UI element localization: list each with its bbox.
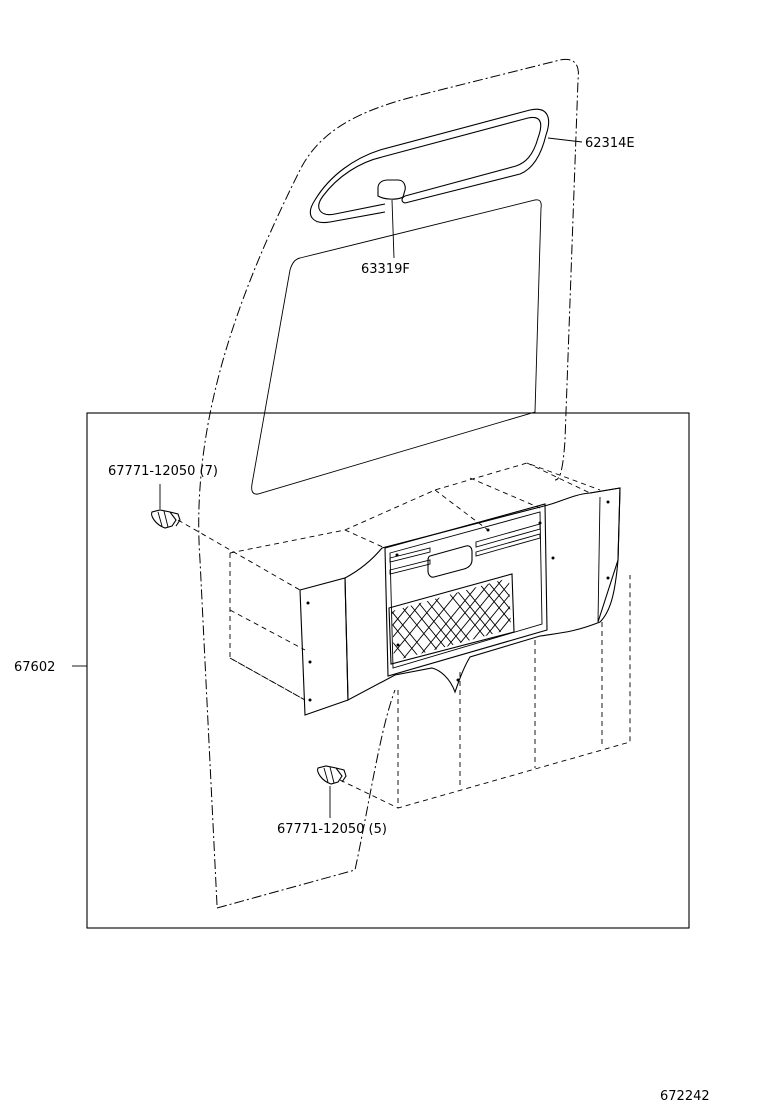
diagram-code: 672242 [660, 1089, 710, 1104]
projection-lines [177, 462, 631, 809]
label-67602: 67602 [14, 660, 55, 675]
net-mesh [392, 578, 511, 661]
screw-upper-part [151, 484, 181, 529]
screw-lower-part [317, 765, 347, 818]
window-opening [251, 199, 542, 495]
label-63319F: 63319F [361, 262, 410, 277]
door-outline [198, 58, 579, 906]
label-screw-upper: 67771-12050 (7) [108, 464, 218, 479]
leader-62314E [547, 137, 583, 143]
weatherstrip-part [310, 108, 550, 224]
panel-fastener-dots [306, 500, 610, 702]
label-62314E: 62314E [585, 136, 635, 151]
label-screw-lower: 67771-12050 (5) [277, 822, 387, 837]
door-outline-lower [216, 689, 396, 909]
trim-panel-group-box [86, 412, 690, 929]
trim-panel-part [299, 487, 621, 716]
clip-part [377, 179, 406, 259]
